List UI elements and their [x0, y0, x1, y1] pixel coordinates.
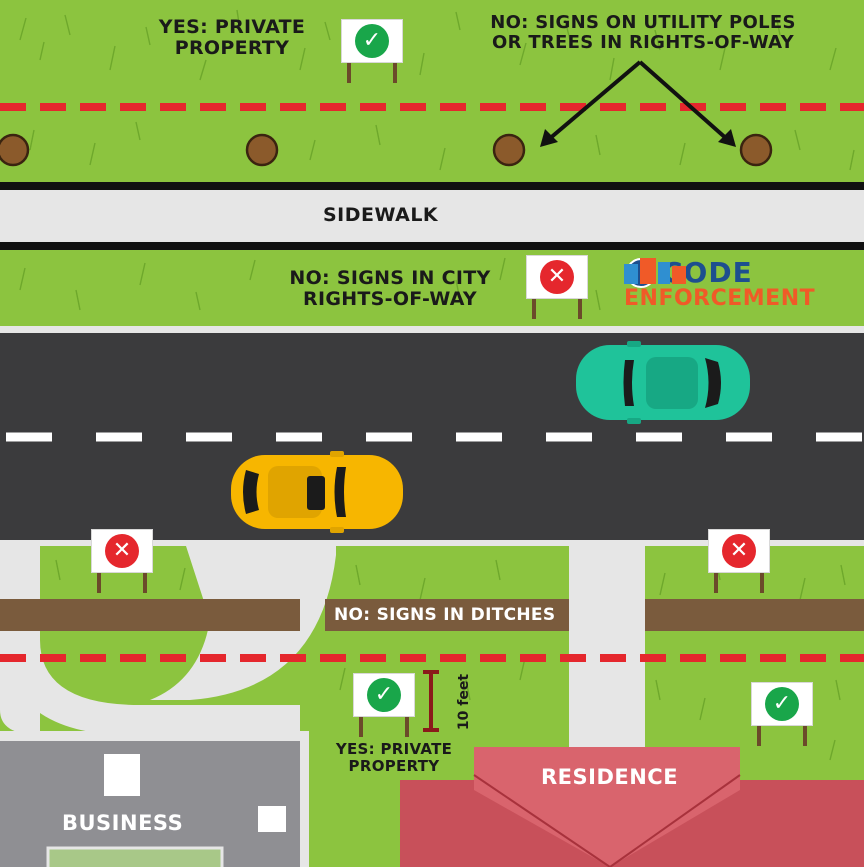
utility-pole — [245, 133, 279, 167]
sign-post — [347, 63, 351, 83]
utility-pole — [739, 133, 773, 167]
sidewalk — [0, 190, 864, 242]
sign-post — [359, 717, 363, 737]
car-yellow — [231, 451, 403, 533]
sign-post — [405, 717, 409, 737]
label-sidewalk: SIDEWALK — [323, 204, 439, 226]
x-icon: ✕ — [105, 534, 139, 568]
sign-post — [803, 726, 807, 746]
buildings-icon — [624, 258, 686, 284]
no-sign-right: ✕ — [708, 529, 770, 573]
car-teal — [576, 341, 750, 424]
check-icon: ✓ — [367, 678, 401, 712]
label-no-ditches: NO: SIGNS IN DITCHES — [334, 605, 556, 625]
arrow-head — [718, 129, 736, 147]
logo-line-2: ENFORCEMENT — [624, 286, 816, 311]
business-building — [0, 731, 309, 867]
sign-post — [578, 299, 582, 319]
no-sign-city-row: ✕ — [526, 255, 588, 299]
ditch-right — [645, 599, 864, 631]
label-residence: RESIDENCE — [541, 765, 679, 789]
residence-building — [400, 747, 864, 867]
sign-post — [532, 299, 536, 319]
sign-post — [760, 573, 764, 593]
label-yes-private-top: YES: PRIVATE PROPERTY — [158, 16, 306, 60]
yes-sign-top: ✓ — [341, 19, 403, 63]
ten-feet-marker — [423, 670, 439, 732]
utility-pole — [0, 133, 30, 167]
sign-post — [143, 573, 147, 593]
label-no-utility-poles: NO: SIGNS ON UTILITY POLES OR TREES IN R… — [490, 12, 796, 54]
check-icon: ✓ — [355, 24, 389, 58]
label-business: BUSINESS — [62, 811, 184, 835]
label-no-city-row: NO: SIGNS IN CITY RIGHTS-OF-WAY — [289, 267, 491, 311]
sign-post — [393, 63, 397, 83]
yes-sign-bottom-left: ✓ — [353, 673, 415, 717]
driveway-fill — [0, 546, 40, 735]
x-icon: ✕ — [722, 534, 756, 568]
label-yes-private-bottom: YES: PRIVATE PROPERTY — [335, 740, 453, 775]
check-icon: ✓ — [765, 687, 799, 721]
label-ten-feet: 10 feet — [456, 673, 473, 731]
x-icon: ✕ — [540, 260, 574, 294]
sign-post — [714, 573, 718, 593]
sign-post — [97, 573, 101, 593]
ditch-center — [325, 599, 569, 631]
code-enforcement-logo: CODE ENFORCEMENT — [624, 256, 850, 314]
residence-driveway — [569, 546, 645, 756]
utility-pole — [492, 133, 526, 167]
pointer-arrows — [546, 60, 730, 142]
no-sign-left: ✕ — [91, 529, 153, 573]
arrow-head — [540, 129, 558, 147]
ditch-left — [0, 599, 300, 631]
sign-post — [757, 726, 761, 746]
yes-sign-bottom-right: ✓ — [751, 682, 813, 726]
